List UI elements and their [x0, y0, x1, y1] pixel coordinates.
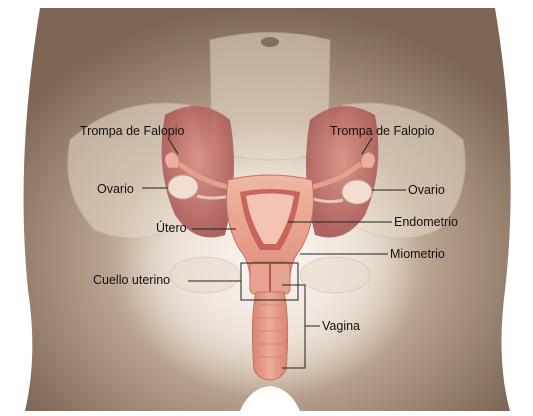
label-fallopian-tube-left: Trompa de Falopio	[80, 124, 184, 138]
label-myometrium: Miometrio	[390, 247, 445, 261]
right-ovary	[342, 180, 372, 204]
label-endometrium: Endometrio	[394, 215, 458, 229]
label-ovary-left: Ovario	[97, 182, 134, 196]
left-ovary	[168, 175, 198, 199]
label-cervix: Cuello uterino	[93, 273, 170, 287]
navel	[261, 37, 279, 47]
label-ovary-right: Ovario	[408, 183, 445, 197]
label-fallopian-tube-right: Trompa de Falopio	[330, 124, 434, 138]
label-uterus: Útero	[156, 221, 187, 235]
label-vagina: Vagina	[322, 319, 360, 333]
